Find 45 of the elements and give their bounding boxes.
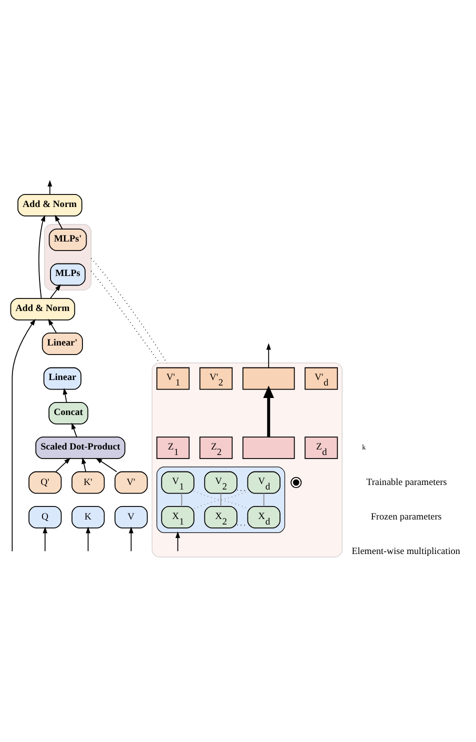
arrow (266, 342, 271, 368)
arrow (48, 318, 57, 333)
connector (181, 492, 182, 506)
connector (263, 492, 264, 506)
node-box: Add & Norm (17, 193, 82, 216)
node-box: V (114, 505, 148, 528)
arrow (54, 214, 63, 229)
connector (90, 270, 160, 363)
arrow (38, 214, 46, 298)
node-box: Add & Norm (10, 297, 76, 320)
node-box: Scaled Dot-Product (35, 436, 126, 459)
node-box: Linear (43, 366, 82, 390)
arrow (12, 318, 36, 552)
arrow (263, 385, 274, 436)
arrow (72, 422, 78, 437)
arrow (48, 179, 52, 194)
arrow (62, 387, 68, 402)
node-box: K (72, 505, 105, 528)
node-box: V' (114, 470, 148, 494)
cluster (152, 362, 342, 557)
node-box: Q (28, 505, 62, 528)
node-box (242, 436, 295, 459)
arrow (96, 457, 118, 472)
legend-label: Frozen parameters (370, 510, 442, 522)
cluster (156, 466, 286, 533)
node-box: Concat (48, 401, 88, 424)
node-box (242, 366, 295, 390)
connector (220, 492, 222, 506)
node-circle (290, 476, 302, 488)
arrow (86, 526, 90, 552)
node-box: MLPs (50, 262, 86, 286)
connector (90, 257, 168, 363)
arrow (55, 457, 71, 472)
arrow (82, 456, 86, 472)
arrow (128, 526, 134, 552)
arrow (175, 530, 180, 552)
node-box: Linear' (42, 332, 83, 355)
node-box: K' (72, 470, 105, 494)
legend-label: Element-wise multiplication (352, 546, 460, 557)
connector (194, 490, 248, 509)
arrow (42, 526, 48, 552)
arrow (50, 284, 61, 298)
legend-label: Trainable parameters (366, 476, 447, 488)
node-box: MLPs' (48, 228, 87, 251)
node-box: Q' (28, 470, 62, 494)
